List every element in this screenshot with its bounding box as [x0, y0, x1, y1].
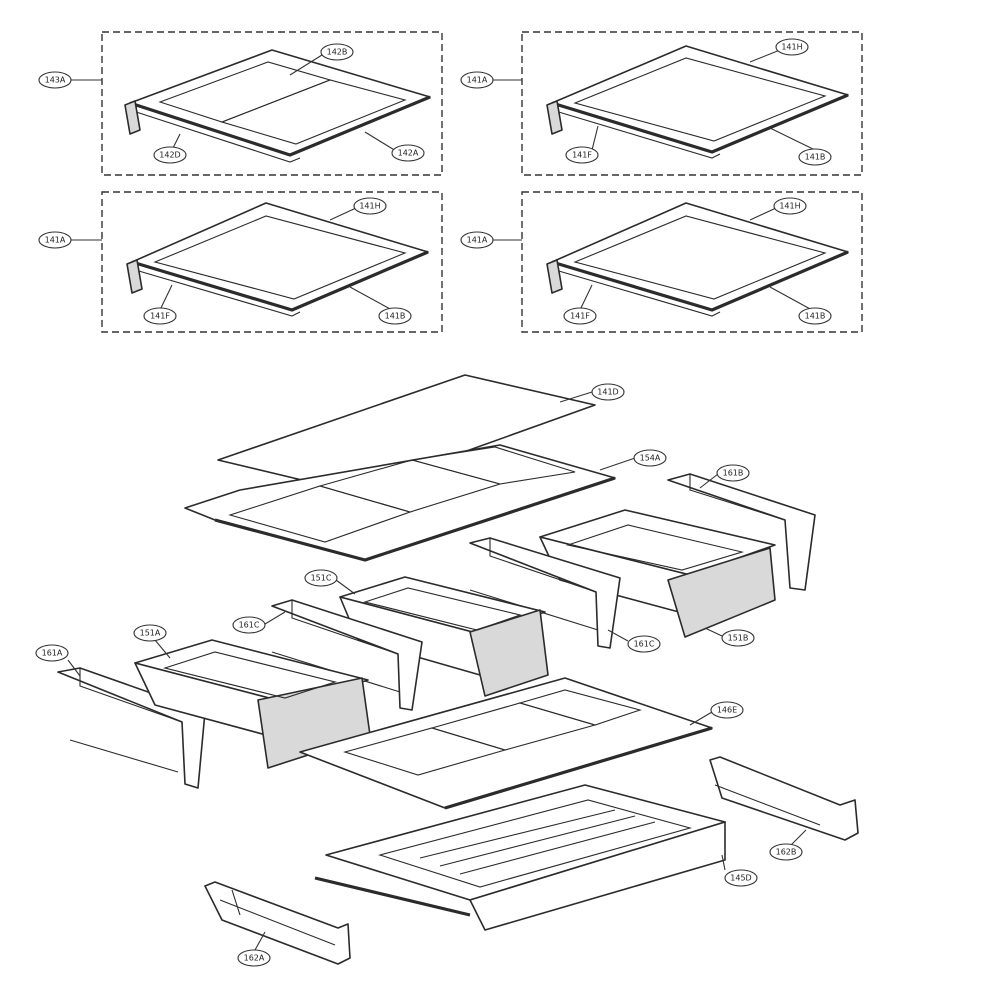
callout-142d: 142D: [153, 146, 187, 164]
svg-text:141D: 141D: [597, 388, 618, 397]
svg-text:141A: 141A: [467, 76, 488, 85]
svg-text:154A: 154A: [640, 454, 661, 463]
dashed-group-border: [521, 191, 863, 333]
svg-text:141B: 141B: [805, 312, 826, 321]
callout-141h: 141H: [353, 197, 387, 215]
bottom-drawer-145d: [314, 784, 726, 931]
rail-162a: [204, 881, 351, 965]
callout-161c: 161C: [232, 616, 266, 634]
shelf-bracket: [546, 100, 563, 135]
divider-panel-161c-right: [469, 537, 629, 649]
callout-142b: 142B: [320, 43, 354, 61]
callout-141f: 141F: [563, 307, 597, 325]
svg-text:141H: 141H: [779, 202, 800, 211]
drawer-front: [667, 547, 776, 638]
callout-151b: 151B: [721, 629, 755, 647]
svg-text:161C: 161C: [239, 621, 260, 630]
callout-141a: 141A: [38, 231, 72, 249]
shelf-assembly-143a: [70, 31, 443, 176]
svg-text:141B: 141B: [385, 312, 406, 321]
svg-text:143A: 143A: [45, 76, 66, 85]
callout-142a: 142A: [391, 144, 425, 162]
callout-151c: 151C: [304, 569, 338, 587]
callout-143a: 143A: [38, 71, 72, 89]
drawer-front: [469, 609, 549, 697]
svg-text:141H: 141H: [781, 43, 802, 52]
glass-shelf: [131, 202, 429, 311]
center-shelf-146e: [299, 677, 713, 810]
callout-146e: 146E: [710, 701, 744, 719]
callout-161c: 161C: [627, 635, 661, 653]
svg-text:151B: 151B: [728, 634, 749, 643]
svg-text:141A: 141A: [467, 236, 488, 245]
svg-text:161B: 161B: [723, 469, 744, 478]
callout-141d: 141D: [591, 383, 625, 401]
glass-shelf: [551, 202, 849, 311]
slide-rail: [709, 756, 859, 841]
svg-text:151A: 151A: [140, 629, 161, 638]
svg-text:141H: 141H: [359, 202, 380, 211]
callout-162a: 162A: [237, 949, 271, 967]
callout-161b: 161B: [716, 464, 750, 482]
callout-145d: 145D: [724, 869, 758, 887]
shelf-assembly-141a-middle-right: [492, 191, 863, 333]
shelf-bracket: [546, 259, 563, 294]
svg-text:141F: 141F: [150, 312, 170, 321]
svg-text:162B: 162B: [776, 848, 797, 857]
shelf-assembly-141a-top-right: [492, 31, 863, 176]
shelf-bracket: [126, 259, 143, 294]
divider-panel-161c-left: [264, 599, 423, 711]
callout-141f: 141F: [143, 307, 177, 325]
drawer-151c: [335, 576, 549, 697]
dashed-group-border: [521, 31, 863, 176]
svg-text:145D: 145D: [730, 874, 751, 883]
callout-141b: 141B: [798, 307, 832, 325]
rail-162b: [709, 756, 859, 847]
callout-141a: 141A: [460, 71, 494, 89]
svg-text:142B: 142B: [327, 48, 348, 57]
drawer-front: [469, 821, 726, 931]
svg-text:151C: 151C: [311, 574, 332, 583]
dashed-group-border: [101, 191, 443, 333]
svg-text:141F: 141F: [570, 312, 590, 321]
callout-162b: 162B: [769, 843, 803, 861]
callout-151a: 151A: [133, 624, 167, 642]
svg-text:141A: 141A: [45, 236, 66, 245]
shelf-assembly-141a-middle-left: [70, 191, 443, 333]
callout-141h: 141H: [773, 197, 807, 215]
callout-141b: 141B: [378, 307, 412, 325]
crisper-cover-154a: [184, 444, 636, 562]
drawer-151b: [539, 473, 816, 638]
svg-text:161A: 161A: [42, 649, 63, 658]
callout-141h: 141H: [775, 38, 809, 56]
svg-text:141F: 141F: [572, 151, 592, 160]
svg-text:146E: 146E: [717, 706, 737, 715]
svg-text:142A: 142A: [398, 149, 419, 158]
svg-text:142D: 142D: [159, 151, 180, 160]
callout-141f: 141F: [565, 146, 599, 164]
drawer-151a: [57, 639, 371, 789]
dashed-group-border: [101, 31, 443, 176]
svg-text:161C: 161C: [634, 640, 655, 649]
svg-text:141B: 141B: [805, 153, 826, 162]
shelf-bracket: [124, 100, 141, 135]
callout-141a: 141A: [460, 231, 494, 249]
callout-161a: 161A: [35, 644, 69, 662]
callout-141b: 141B: [798, 148, 832, 166]
callout-154a: 154A: [633, 449, 667, 467]
svg-text:162A: 162A: [244, 954, 265, 963]
